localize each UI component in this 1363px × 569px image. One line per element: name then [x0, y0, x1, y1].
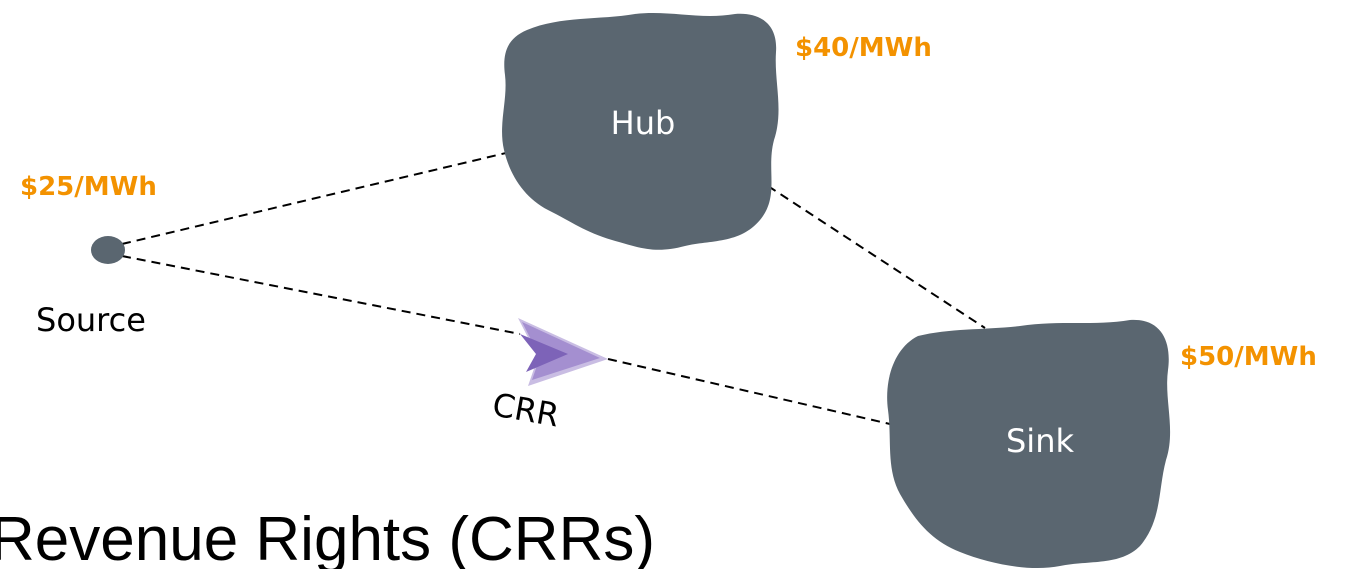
arrow-icon-front [520, 334, 568, 372]
source-hub-line [121, 152, 507, 245]
connector-lines [121, 152, 986, 425]
arrow-icon [518, 318, 608, 386]
page-title: Revenue Rights (CRRs) [0, 505, 655, 569]
crr-sink-line [607, 358, 891, 425]
source-crr-line [121, 255, 521, 335]
sink-label: Sink [1006, 422, 1074, 460]
crr-label: CRR [490, 385, 562, 434]
hub-sink-line [767, 185, 986, 329]
arrow-icon-mid [522, 322, 600, 380]
hub-label: Hub [611, 104, 676, 142]
source-label: Source [36, 301, 146, 339]
sink-shape [887, 319, 1171, 569]
source-dot [91, 236, 125, 264]
hub-price: $40/MWh [795, 33, 932, 63]
sink-price: $50/MWh [1180, 342, 1317, 372]
source-node: Source [36, 236, 146, 339]
hub-node: Hub [502, 13, 779, 250]
hub-shape [502, 13, 779, 250]
sink-node: Sink [887, 319, 1171, 569]
source-price: $25/MWh [20, 172, 157, 202]
